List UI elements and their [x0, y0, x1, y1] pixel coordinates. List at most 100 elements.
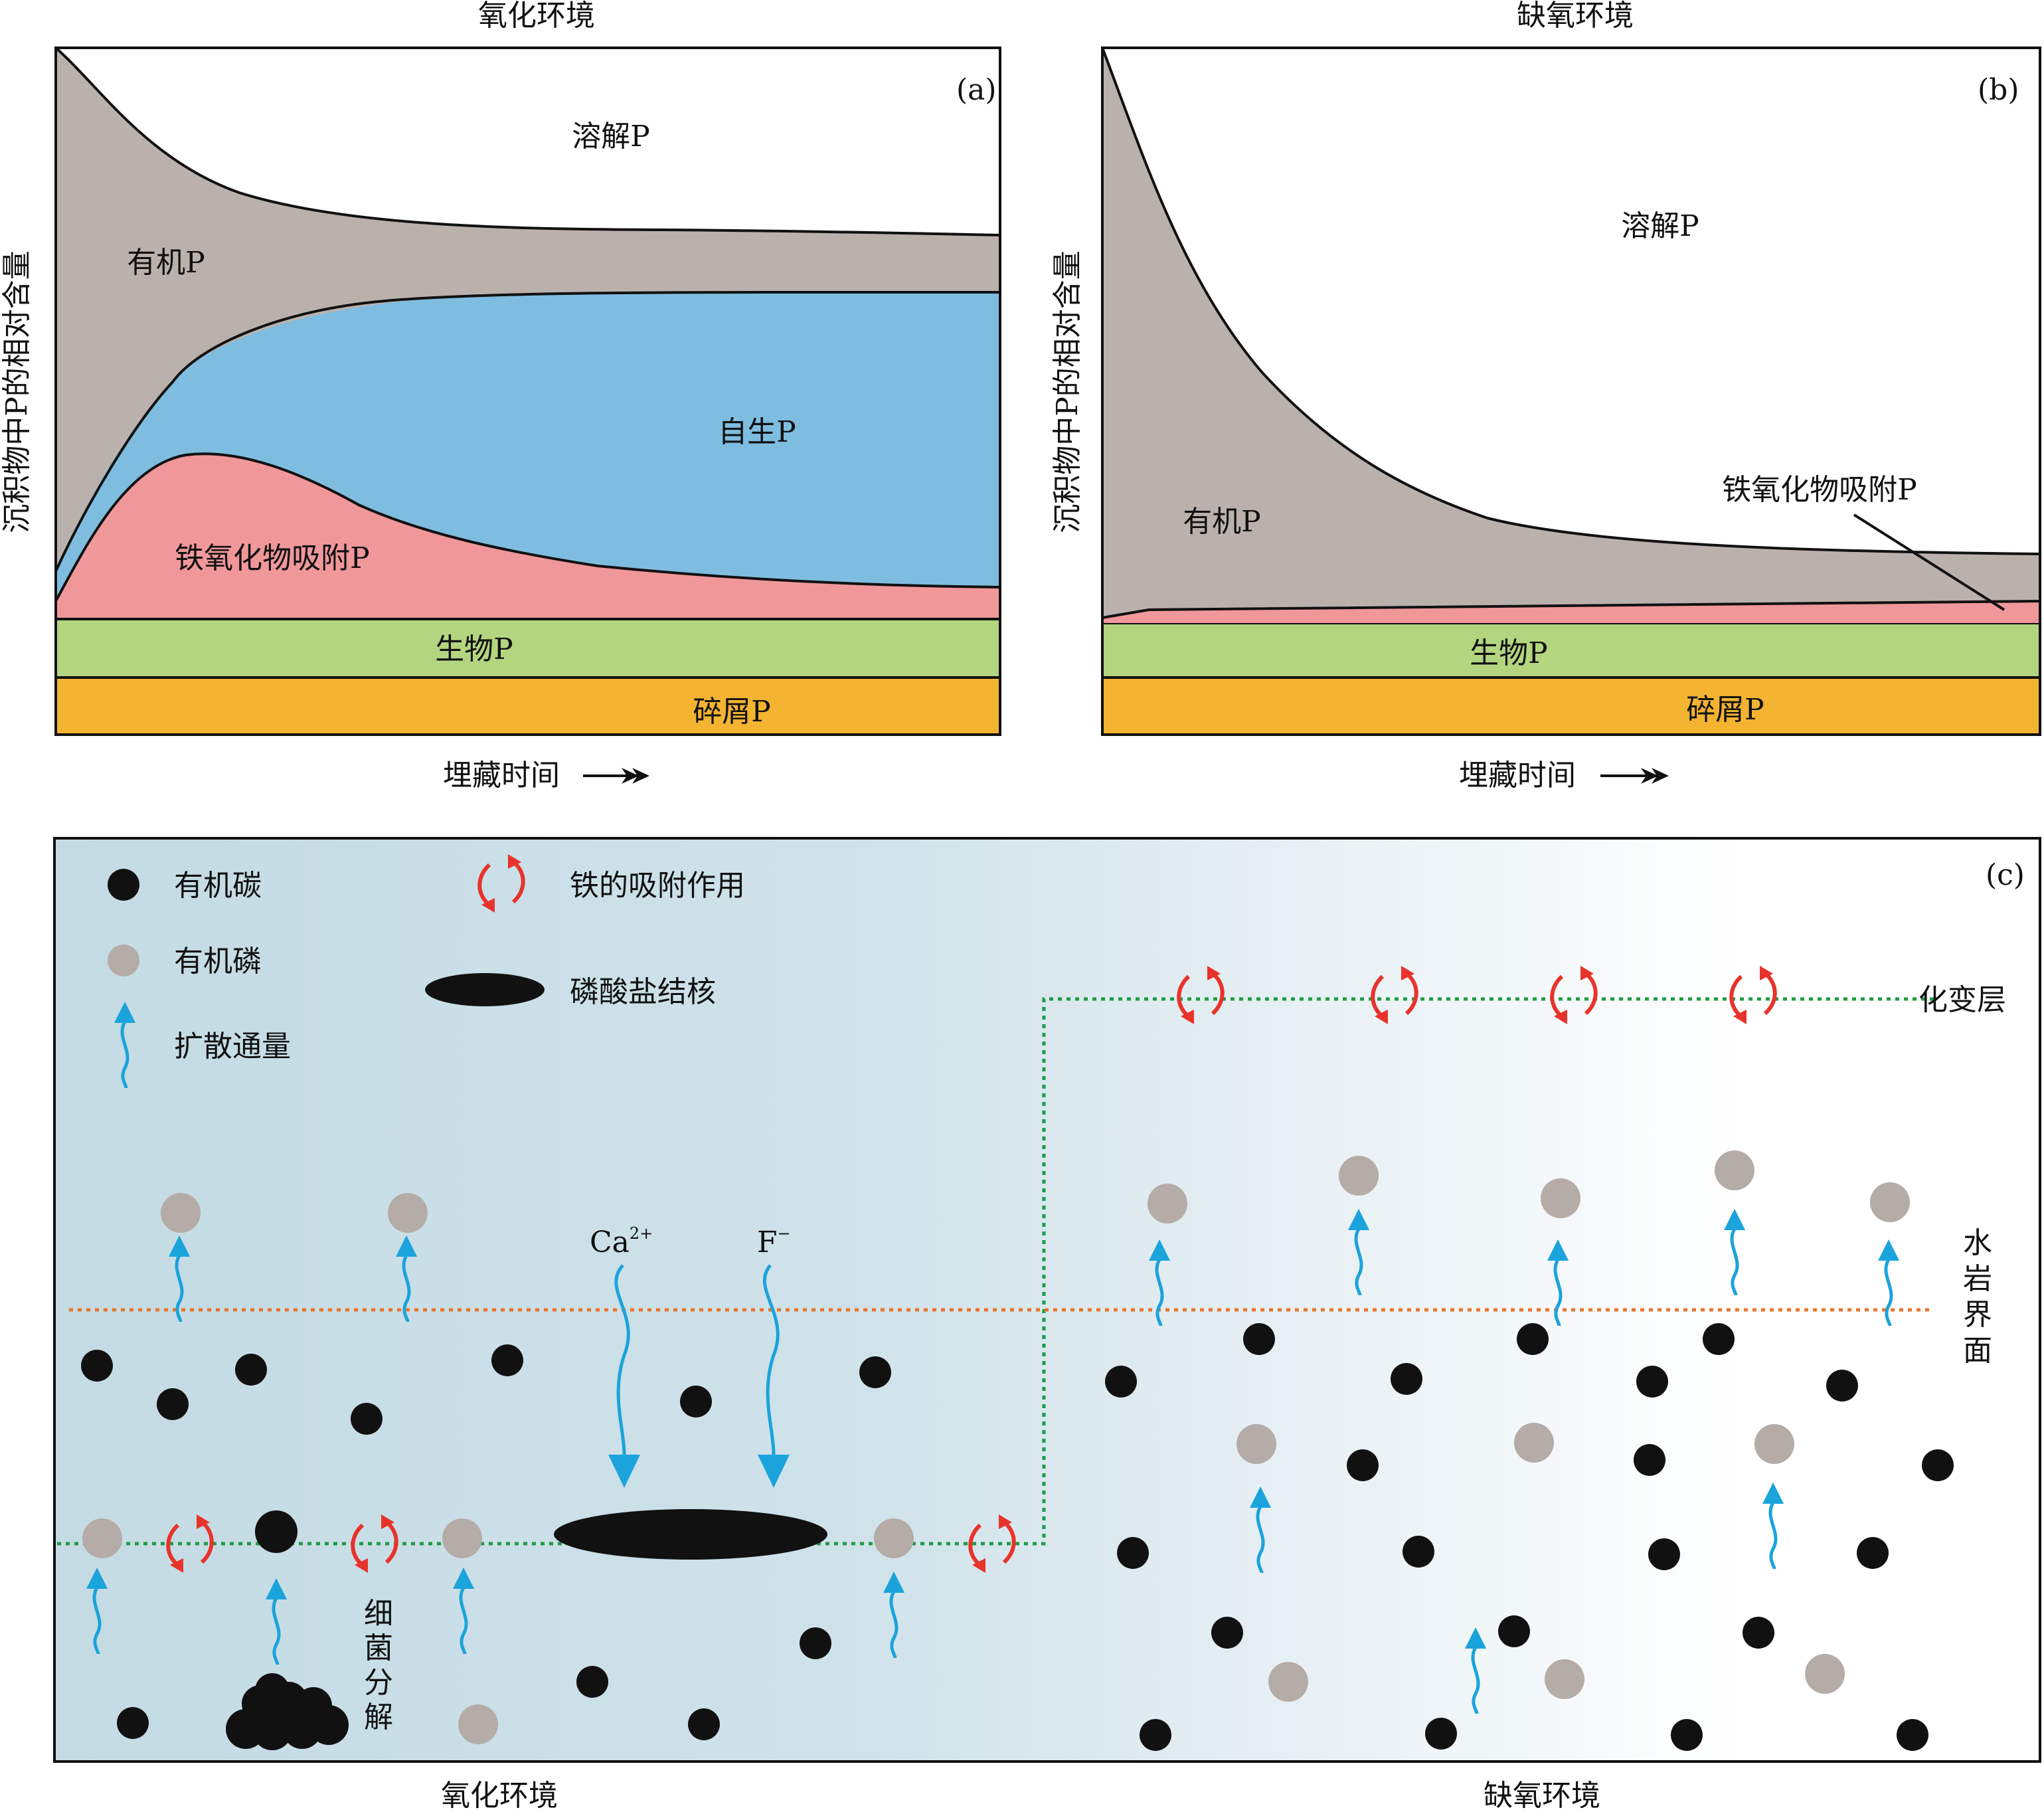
- organic-carbon-dot: [1425, 1718, 1457, 1750]
- fe-oxide-p-area: [56, 454, 1000, 618]
- panel-a: 氧化环境 (a) 溶解P 有机P 自生P 铁氧化物吸附P 生物P 碎屑P 沉积物…: [0, 0, 1001, 792]
- organic-carbon-dot: [1403, 1536, 1434, 1568]
- organic-phosphorus-dot: [1870, 1182, 1910, 1222]
- panel-b-detrital-label: 碎屑P: [1686, 693, 1764, 727]
- panel-a-letter: (a): [956, 73, 997, 107]
- panel-a-x-axis-label: 埋藏时间: [443, 759, 560, 792]
- panel-b-fe-oxide-label: 铁氧化物吸附P: [1722, 473, 1917, 507]
- panel-a-dissolved-label: 溶解P: [572, 120, 650, 153]
- organic-carbon-dot: [1140, 1719, 1171, 1751]
- panel-b-x-arrow: [1600, 768, 1669, 784]
- organic-phosphorus-dot: [1805, 1654, 1845, 1694]
- panel-a-organic-label: 有机P: [127, 246, 205, 280]
- panel-a-y-axis-label: 沉积物中P的相对含量: [0, 250, 34, 533]
- legend-organic-phosphorus-dot: [108, 945, 139, 976]
- panel-b: 缺氧环境 (b) 溶解P 有机P 铁氧化物吸附P 生物P 碎屑P 沉积物中P的相…: [1051, 0, 2041, 792]
- panel-a-authigenic-label: 自生P: [718, 415, 796, 449]
- bacteria-cluster: [226, 1673, 349, 1750]
- organic-carbon-dot: [255, 1510, 298, 1553]
- organic-carbon-dot: [1517, 1323, 1549, 1355]
- organic-carbon-dot: [1347, 1449, 1379, 1481]
- svg-text:解: 解: [364, 1700, 393, 1734]
- bottom-left-label: 氧化环境: [441, 1779, 558, 1812]
- organic-phosphorus-dot: [1268, 1662, 1308, 1702]
- organic-carbon-dot: [1498, 1615, 1530, 1647]
- panel-b-x-axis-label: 埋藏时间: [1459, 759, 1576, 792]
- organic-carbon-dot: [1703, 1323, 1735, 1355]
- organic-phosphorus-dot: [1514, 1423, 1554, 1463]
- ion-ca-label: Ca2+: [590, 1224, 653, 1259]
- organic-carbon-dot: [800, 1627, 831, 1659]
- phosphate-nodule: [554, 1509, 827, 1560]
- bottom-right-label: 缺氧环境: [1484, 1779, 1600, 1812]
- organic-carbon-dot: [1743, 1617, 1774, 1649]
- panel-b-y-axis-label: 沉积物中P的相对含量: [1051, 250, 1084, 533]
- organic-phosphorus-dot: [161, 1193, 201, 1233]
- organic-phosphorus-dot: [874, 1518, 914, 1558]
- legend-iron-label: 铁的吸附作用: [570, 869, 745, 903]
- panel-c-background: [53, 837, 2041, 1763]
- organic-carbon-dot: [1634, 1444, 1665, 1476]
- detrital-p-band-b: [1102, 678, 2040, 735]
- svg-text:岩: 岩: [1963, 1262, 1992, 1296]
- organic-phosphorus-dot: [1236, 1424, 1276, 1464]
- biogenic-p-band: [56, 619, 1000, 678]
- bacterial-decomposition-label: 细 菌 分 解: [364, 1597, 393, 1734]
- legend-organic-phosphorus-label: 有机磷: [174, 945, 262, 978]
- organic-phosphorus-dot: [82, 1518, 122, 1558]
- organic-carbon-dot: [81, 1350, 113, 1382]
- organic-carbon-dot: [1897, 1719, 1928, 1751]
- svg-text:水: 水: [1963, 1226, 1992, 1260]
- legend-organic-carbon-label: 有机碳: [174, 869, 262, 903]
- organic-carbon-dot: [157, 1388, 189, 1420]
- svg-text:分: 分: [364, 1666, 393, 1700]
- chemocline-label: 化变层: [1918, 983, 2006, 1017]
- panel-b-organic-label: 有机P: [1183, 505, 1261, 539]
- organic-phosphorus-dot: [1754, 1424, 1794, 1464]
- organic-carbon-dot: [1117, 1537, 1149, 1569]
- organic-phosphorus-dot: [1545, 1659, 1584, 1699]
- panel-c-letter: (c): [1986, 858, 2025, 892]
- legend-nodule-label: 磷酸盐结核: [570, 975, 716, 1009]
- ion-f-label: F−: [757, 1224, 791, 1259]
- detrital-p-band: [56, 678, 1000, 735]
- fe-oxide-p-area-b: [1102, 601, 2040, 623]
- organic-carbon-dot: [1648, 1538, 1680, 1570]
- panel-a-fe-oxide-label: 铁氧化物吸附P: [175, 541, 370, 575]
- panel-a-detrital-label: 碎屑P: [693, 695, 771, 729]
- organic-phosphorus-dot: [1715, 1150, 1754, 1190]
- legend-nodule-icon: [425, 973, 545, 1006]
- svg-text:菌: 菌: [364, 1631, 393, 1665]
- organic-carbon-dot: [1105, 1366, 1137, 1398]
- panel-a-top-title: 氧化环境: [478, 0, 595, 33]
- organic-carbon-dot: [491, 1344, 523, 1376]
- panel-a-biogenic-label: 生物P: [435, 632, 513, 666]
- legend-organic-carbon-dot: [108, 869, 139, 901]
- organic-carbon-dot: [1243, 1323, 1275, 1355]
- legend-diffusion-label: 扩散通量: [174, 1030, 291, 1063]
- organic-phosphorus-dot: [388, 1193, 428, 1233]
- panel-b-dissolved-label: 溶解P: [1621, 209, 1699, 243]
- panel-b-top-title: 缺氧环境: [1517, 0, 1634, 33]
- organic-carbon-dot: [117, 1707, 149, 1739]
- svg-text:面: 面: [1963, 1334, 1992, 1368]
- organic-carbon-dot: [688, 1708, 720, 1740]
- organic-phosphorus-dots: [82, 1150, 1910, 1744]
- ca-flux-arrow: [614, 1264, 630, 1455]
- organic-carbon-dot: [351, 1403, 383, 1435]
- panel-a-x-arrow: [583, 768, 649, 784]
- organic-carbon-dot: [576, 1666, 608, 1698]
- organic-carbon-dot: [1671, 1719, 1703, 1751]
- legend: 有机碳 有机磷 扩散通量 铁的吸附作用 磷酸盐结核: [108, 854, 745, 1088]
- organic-carbon-dot: [1857, 1537, 1889, 1569]
- organic-carbon-dot: [1922, 1449, 1954, 1481]
- svg-text:细: 细: [364, 1597, 393, 1631]
- organic-carbon-dot: [235, 1354, 267, 1386]
- organic-phosphorus-dot: [458, 1704, 498, 1744]
- f-flux-arrow: [762, 1264, 780, 1455]
- organic-phosphorus-dot: [1148, 1184, 1187, 1223]
- chemocline-line: [57, 997, 1938, 1546]
- organic-phosphorus-dot: [442, 1518, 482, 1558]
- svg-text:界: 界: [1963, 1298, 1992, 1332]
